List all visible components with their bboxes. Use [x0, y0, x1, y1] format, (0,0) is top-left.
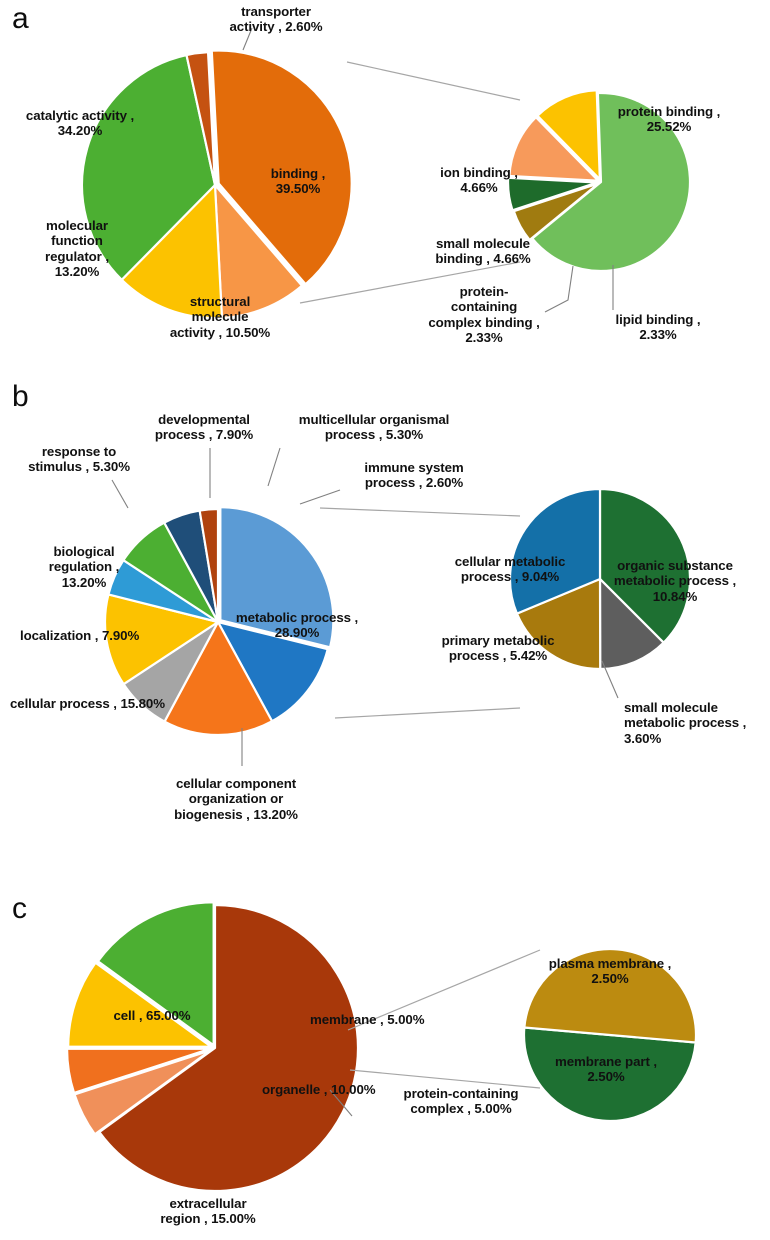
label-localization: localization , 7.90%: [20, 628, 140, 643]
connector-line-top-b: [319, 507, 521, 517]
label-molecular-function-regulator: molecular function regulator , 13.20%: [45, 218, 109, 280]
label-multicellular-organismal-process: multicellular organismal process , 5.30%: [298, 412, 450, 443]
pie-slice: [515, 577, 602, 671]
pie-chart-metabolic-detail: [508, 487, 692, 671]
pie-slice: [216, 620, 329, 723]
connector-line-top-c: [347, 949, 541, 1031]
pie-slice: [198, 507, 220, 624]
label-primary-metabolic-process: primary metabolic process , 5.42%: [441, 633, 555, 664]
leader-response-to-stimulus: [111, 479, 129, 509]
pie-chart-cellular-component: [65, 901, 360, 1193]
label-cell: cell , 65.00%: [113, 1008, 191, 1023]
pie-slice: [506, 176, 599, 212]
panel-b-graphics: [103, 447, 692, 766]
pie-slice: [120, 183, 224, 320]
panel-a-molecular-function: a transporter activity , 2.60% catalytic…: [0, 0, 770, 378]
pie-slice: [508, 487, 602, 615]
label-response-to-stimulus: response to stimulus , 5.30%: [28, 444, 130, 475]
pie-slice: [598, 577, 665, 671]
label-membrane-part: membrane part , 2.50%: [555, 1054, 657, 1085]
panel-letter-b: b: [12, 380, 29, 413]
pie-chart-binding-detail: [506, 89, 692, 273]
label-biological-regulation: biological regulation , 13.20%: [48, 544, 120, 590]
label-cellular-process: cellular process , 15.80%: [10, 696, 165, 711]
pie-slice: [522, 1026, 697, 1123]
connector-line-bottom-c: [349, 1069, 541, 1089]
connector-line-bottom: [299, 261, 521, 304]
pie-chart-molecular-function: [80, 49, 353, 320]
pie-slice: [163, 620, 274, 737]
pie-slice: [512, 182, 600, 242]
leader-transporter-activity: [242, 27, 253, 51]
panel-letter-c: c: [12, 892, 27, 925]
label-cellular-metabolic-process: cellular metabolic process , 9.04%: [454, 554, 566, 585]
label-protein-binding: protein binding , 25.52%: [617, 104, 721, 135]
pie-chart-membrane-detail: [522, 947, 698, 1123]
pie-slice: [213, 183, 304, 319]
label-immune-system-process: immune system process , 2.60%: [364, 460, 464, 491]
panel-letter-a: a: [12, 2, 29, 35]
label-cellular-component-organization: cellular component organization or bioge…: [174, 776, 298, 822]
panel-b-biological-process: b developmental process , 7.90% multicel…: [0, 378, 770, 878]
pie-slice: [185, 51, 217, 187]
label-catalytic-activity: catalytic activity , 34.20%: [25, 108, 135, 139]
pie-slice: [508, 116, 600, 182]
leader-protein-containing-complex: [544, 265, 574, 313]
pie-slice: [210, 49, 353, 286]
label-structural-molecule-activity: structural molecule activity , 10.50%: [169, 294, 271, 340]
leader-immune-system-process: [299, 489, 341, 505]
pie-slice: [98, 903, 360, 1193]
panel-a-graphics: [80, 27, 692, 320]
label-protein-containing-complex-binding: protein- containing complex binding , 2.…: [428, 284, 540, 346]
pie-slice: [80, 53, 217, 281]
panel-c-graphics: [65, 901, 698, 1193]
pie-slice: [65, 1047, 212, 1095]
pie-slice: [598, 487, 692, 644]
pie-slice: [523, 947, 698, 1044]
pie-slice: [103, 593, 220, 686]
label-small-molecule-metabolic-process: small molecule metabolic process , 3.60%: [624, 700, 747, 746]
panel-c-cellular-component: c cell , 65.00% membrane , 5.00% organel…: [0, 878, 770, 1240]
label-organelle: organelle , 10.00%: [262, 1082, 376, 1097]
label-plasma-membrane: plasma membrane , 2.50%: [548, 956, 672, 987]
label-metabolic-process: metabolic process , 28.90%: [235, 610, 359, 641]
pie-slice: [536, 89, 601, 181]
pie-slice: [96, 901, 215, 1047]
leader-small-molecule-metabolic: [601, 660, 619, 699]
leader-multicellular-organismal: [267, 447, 281, 487]
pie-slice: [219, 506, 335, 649]
label-organic-substance-metabolic-process: organic substance metabolic process , 10…: [613, 558, 737, 604]
label-transporter-activity: transporter activity , 2.60%: [229, 4, 323, 35]
label-ion-binding: ion binding , 4.66%: [440, 165, 518, 196]
connector-line-top: [346, 61, 521, 101]
pie-slice: [73, 1049, 212, 1136]
label-small-molecule-binding: small molecule binding , 4.66%: [435, 236, 531, 267]
label-developmental-process: developmental process , 7.90%: [154, 412, 254, 443]
label-protein-containing-complex: protein-containing complex , 5.00%: [403, 1086, 519, 1117]
label-membrane: membrane , 5.00%: [310, 1012, 425, 1027]
pie-chart-biological-process: [103, 506, 335, 737]
pie-slice: [67, 961, 213, 1048]
leader-protein-containing-complex-c: [329, 1089, 353, 1117]
label-binding: binding , 39.50%: [270, 166, 326, 197]
connector-line-bottom-b: [334, 707, 521, 719]
label-lipid-binding: lipid binding , 2.33%: [615, 312, 701, 343]
label-extracellular-region: extracellular region , 15.00%: [160, 1196, 256, 1227]
